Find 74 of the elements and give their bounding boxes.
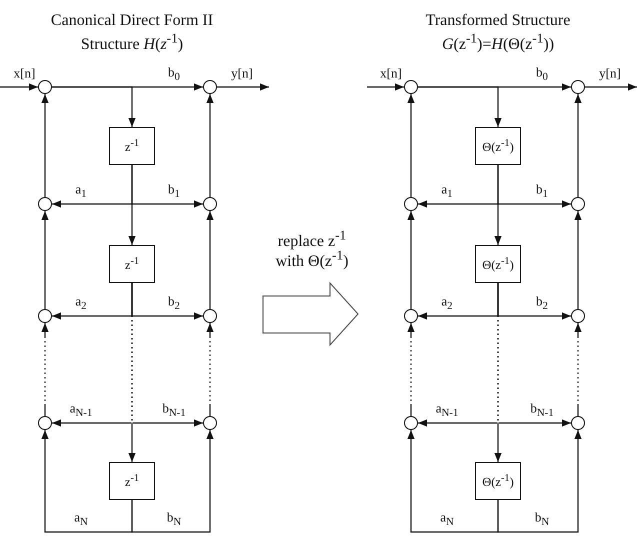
- adder-circle: [203, 416, 217, 430]
- delay-label: z$^{-1}$: [124, 256, 140, 272]
- arrow: [418, 86, 502, 127]
- adder-circle: [404, 416, 418, 430]
- structure-heading: G(z$^{-1}$)=H(Θ(z$^{-1}$)): [442, 31, 554, 55]
- delay-box: [475, 462, 521, 500]
- adder-circle: [404, 309, 418, 323]
- adder-circle: [571, 80, 585, 94]
- delay-box: [475, 245, 521, 283]
- arrow: [407, 430, 499, 533]
- delay-label: z$^{-1}$: [124, 474, 140, 488]
- arrow: [41, 430, 133, 533]
- arrow: [41, 323, 49, 416]
- structure-heading: Canonical Direct Form II: [50, 12, 214, 30]
- delay-label: Θ(z$^{-1}$): [482, 256, 514, 272]
- adder-circle: [571, 197, 585, 211]
- coefficient-label: b$_{0}$: [535, 65, 549, 83]
- adder-circle: [38, 309, 52, 323]
- delay-box: [109, 462, 155, 500]
- arrow: [128, 283, 136, 462]
- coefficient-label: b$_{1}$: [167, 182, 181, 200]
- arrow: [574, 94, 582, 197]
- coefficient-label: b$_{2}$: [535, 294, 549, 312]
- delay-label: z$^{-1}$: [124, 138, 140, 154]
- arrow: [407, 211, 415, 309]
- arrow: [217, 83, 269, 91]
- coefficient-label: b$_{N}$: [534, 510, 550, 528]
- structure-heading: Transformed Structure: [426, 12, 570, 30]
- adder-circle: [571, 416, 585, 430]
- adder-circle: [38, 416, 52, 430]
- arrow: [585, 83, 637, 91]
- arrow: [206, 211, 214, 309]
- arrow: [128, 165, 136, 245]
- arrow: [0, 83, 38, 91]
- arrow: [407, 94, 415, 197]
- coefficient-label: b$_{1}$: [535, 182, 549, 200]
- delay-box: [475, 127, 521, 165]
- adder-circle: [404, 197, 418, 211]
- arrow: [41, 211, 49, 309]
- arrow: [497, 430, 582, 533]
- arrow: [494, 283, 502, 462]
- structure-heading: Structure H(z$^{-1}$): [80, 31, 184, 55]
- adder-circle: [203, 80, 217, 94]
- signal-label: x[n]: [379, 66, 403, 80]
- coefficient-label: b$_{2}$: [167, 294, 181, 312]
- delay-box: [109, 245, 155, 283]
- adder-circle: [203, 197, 217, 211]
- adder-circle: [571, 309, 585, 323]
- coefficient-label: b$_{N-1}$: [161, 401, 187, 419]
- coefficient-label: b$_{N}$: [166, 510, 182, 528]
- coefficient-label: b$_{N-1}$: [529, 401, 555, 419]
- signal-label: y[n]: [598, 66, 622, 80]
- transform-note: replace z$^{-1}$: [278, 228, 346, 250]
- arrow: [206, 323, 214, 416]
- delay-label: Θ(z$^{-1}$): [482, 474, 514, 488]
- arrow: [574, 323, 582, 416]
- arrow: [407, 323, 415, 416]
- arrow: [574, 211, 582, 309]
- signal-label: y[n]: [230, 66, 254, 80]
- coefficient-label: b$_{0}$: [167, 65, 181, 83]
- arrow: [41, 94, 49, 197]
- adder-circle: [38, 197, 52, 211]
- arrow: [131, 430, 214, 533]
- arrow: [52, 86, 136, 127]
- delay-box: [109, 127, 155, 165]
- arrow: [367, 83, 404, 91]
- arrow: [494, 165, 502, 245]
- transform-note: with Θ(z$^{-1}$): [276, 248, 348, 272]
- adder-circle: [203, 309, 217, 323]
- delay-label: Θ(z$^{-1}$): [482, 138, 514, 154]
- arrow: [206, 94, 214, 197]
- adder-circle: [38, 80, 52, 94]
- adder-circle: [404, 80, 418, 94]
- signal-label: x[n]: [12, 66, 36, 80]
